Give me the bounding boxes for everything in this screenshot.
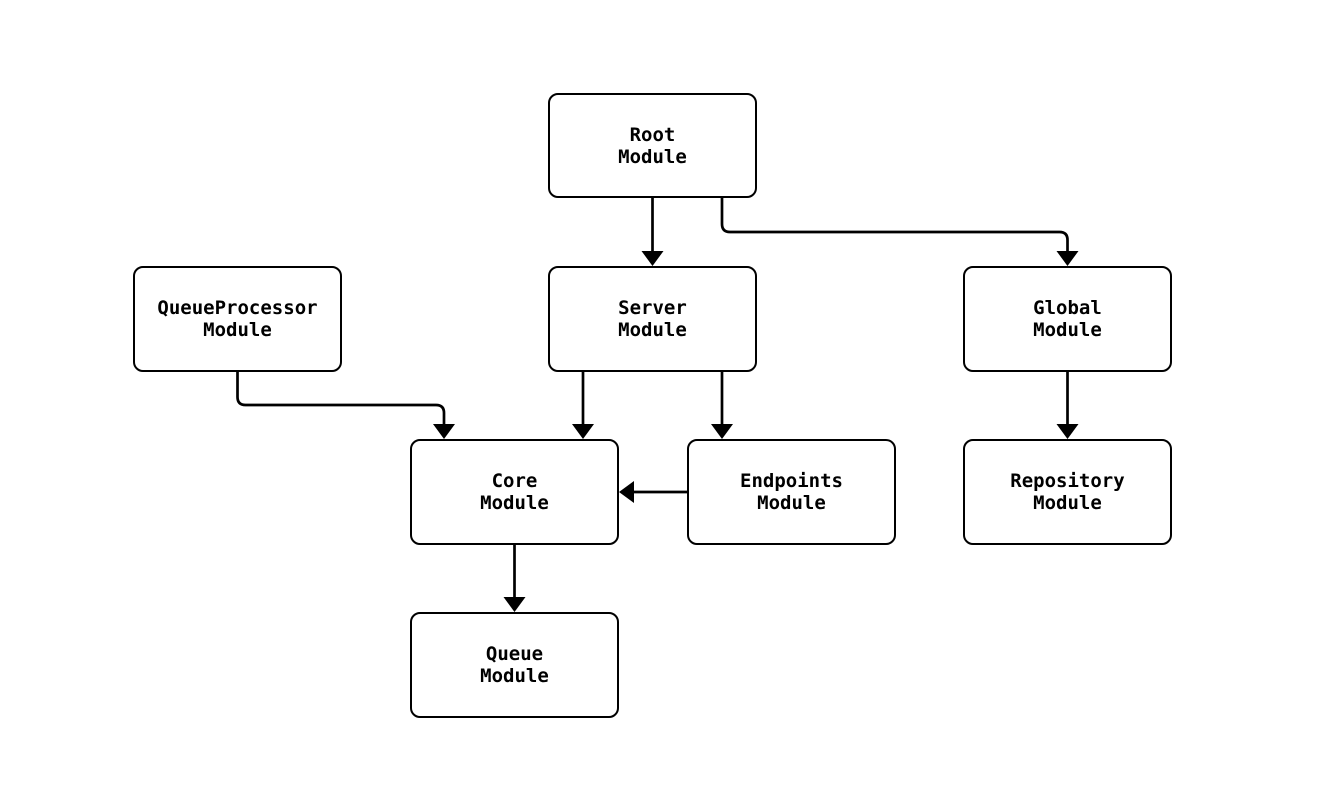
node-label-line: Module <box>618 319 687 341</box>
edge-root-to-global <box>720 198 1079 266</box>
node-label-line: Module <box>1033 492 1102 514</box>
node-label-line: Module <box>618 145 687 168</box>
node-core-module: Core Module <box>410 439 619 545</box>
node-label-line: Module <box>480 492 549 514</box>
node-label-line: Root <box>629 123 676 146</box>
edge-server-to-core <box>572 372 594 439</box>
node-endpoints-module: Endpoints Module <box>687 439 896 545</box>
node-label-line: Module <box>757 492 826 514</box>
node-label: Repository Module <box>1010 470 1124 514</box>
node-label-line: Endpoints <box>740 470 843 492</box>
edge-endpoints-to-core <box>619 481 687 503</box>
node-label: Endpoints Module <box>740 470 843 514</box>
node-label-line: QueueProcessor <box>157 297 318 319</box>
edge-server-to-endpoints <box>711 372 733 439</box>
node-label-line: Repository <box>1010 470 1125 492</box>
node-label-line: Module <box>203 319 272 341</box>
node-label-line: Module <box>480 665 549 687</box>
edge-global-to-repository <box>1056 372 1079 439</box>
node-label-line: Global <box>1033 297 1102 319</box>
node-label: QueueProcessor Module <box>157 297 317 341</box>
node-label: Server Module <box>618 297 687 341</box>
node-global-module: Global Module <box>963 266 1172 372</box>
edge-root-to-server <box>641 198 664 266</box>
node-label: Queue Module <box>480 643 549 687</box>
node-server-module: Server Module <box>548 266 757 372</box>
node-label: Global Module <box>1033 297 1102 341</box>
node-label-line: Queue <box>485 643 544 665</box>
node-queue-module: Queue Module <box>410 612 619 718</box>
edge-queueprocessor-to-core <box>236 372 455 439</box>
node-label-line: Module <box>1033 319 1102 341</box>
edge-core-to-queue <box>503 545 526 612</box>
node-label: Core Module <box>480 470 549 514</box>
node-queueprocessor-module: QueueProcessor Module <box>133 266 342 372</box>
node-repository-module: Repository Module <box>963 439 1172 545</box>
node-label-line: Core <box>491 470 538 492</box>
node-label-line: Server <box>618 297 687 319</box>
node-label: Root Module <box>618 124 687 168</box>
node-root-module: Root Module <box>548 93 757 198</box>
